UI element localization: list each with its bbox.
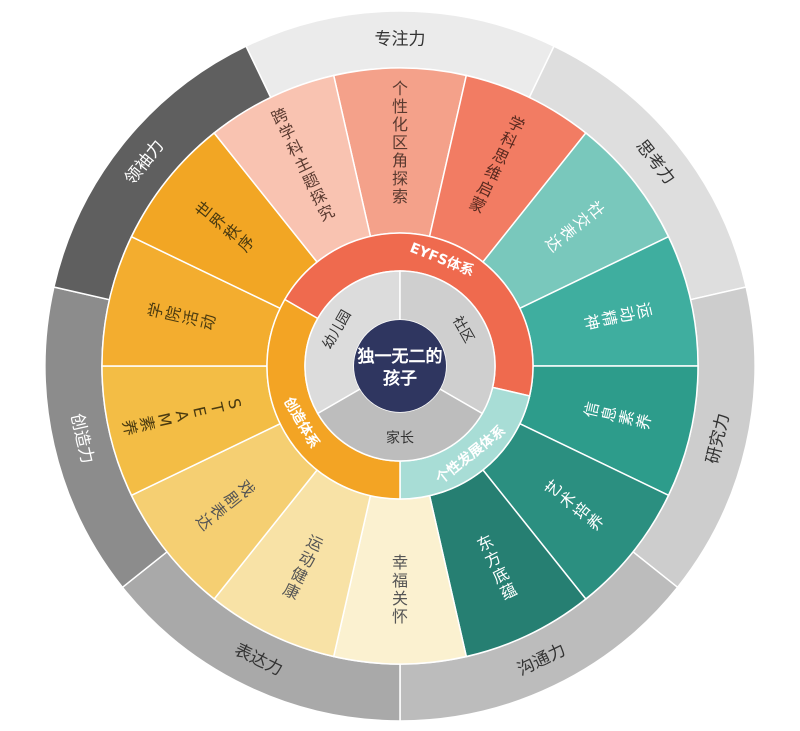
course-label-char: 科	[497, 128, 520, 152]
course-label-char: T	[206, 400, 227, 415]
course-label-char: 动	[616, 304, 638, 324]
center-title-line-2: 孩子	[383, 368, 417, 389]
course-label-char: 科	[284, 136, 307, 160]
course-label-char: 动	[197, 312, 219, 332]
course-label-char: 息	[598, 404, 620, 424]
course-label-char: 角	[392, 151, 408, 170]
course-label-char: M	[154, 411, 176, 429]
course-label-char: 区	[392, 133, 408, 152]
courses-ring: 个性化区角探索学科思维启蒙社交表达运动精神信息素养艺术培养东方底蕴幸福关怀运动健…	[101, 67, 699, 665]
course-label-char: 康	[280, 580, 303, 604]
center-title-line-1: 独一无二的	[358, 346, 443, 367]
course-label-char: 养	[119, 418, 141, 438]
course-label-char: 运	[633, 300, 655, 320]
course-label-char: 蕴	[497, 580, 520, 604]
course-label-char: 怀	[392, 607, 408, 626]
course-label-char: 探	[392, 169, 408, 188]
stakeholder-ring: 幼儿园社区家长	[304, 270, 496, 462]
course-label-char: 启	[474, 177, 497, 201]
course-label-char: 探	[307, 185, 330, 209]
course-label-char: 东	[474, 531, 497, 555]
course-label-char: 底	[490, 563, 513, 587]
course-label-char: 个	[392, 79, 408, 98]
course-label-char: 跨	[268, 104, 291, 128]
course-label-char: 学	[145, 300, 167, 320]
course-label-char: 信	[581, 400, 603, 420]
course-label-char: 院	[162, 304, 184, 324]
course-label-char: 运	[303, 531, 326, 555]
stakeholder-label: 家长	[386, 430, 414, 447]
course-label-char: 素	[136, 414, 158, 434]
course-label-char: 动	[296, 547, 319, 571]
course-label-char: 活	[180, 308, 202, 328]
course-label-char: 关	[392, 589, 408, 608]
center-hub: 独一无二的 孩子	[354, 320, 446, 412]
course-label-char: A	[172, 408, 193, 423]
course-label-char: 精	[598, 308, 620, 328]
course-label-char: 健	[288, 563, 311, 587]
ability-label: 专注力	[375, 30, 426, 50]
course-label-char: 学	[276, 120, 299, 144]
center-circle	[354, 320, 446, 412]
course-label-char: 幸	[392, 553, 408, 572]
course-label-char: 福	[392, 571, 408, 590]
course-label-char: 学	[505, 112, 528, 136]
course-label-char: 化	[392, 115, 408, 134]
course-label-char: E	[189, 405, 210, 419]
course-label-char: 思	[490, 145, 513, 169]
course-label-char: 索	[392, 187, 408, 206]
course-label-char: 蒙	[466, 193, 489, 217]
course-label-char: S	[224, 397, 245, 411]
course-label-char: 性	[392, 97, 408, 116]
course-label-char: 养	[633, 412, 655, 432]
course-label-char: 题	[299, 169, 322, 193]
course-label-char: 维	[482, 161, 505, 185]
course-label-char: 素	[616, 408, 638, 428]
course-label-char: 主	[292, 153, 315, 177]
course-label-char: 神	[581, 312, 603, 332]
course-label-char: 方	[482, 547, 505, 571]
course-label-char: 究	[315, 201, 338, 225]
